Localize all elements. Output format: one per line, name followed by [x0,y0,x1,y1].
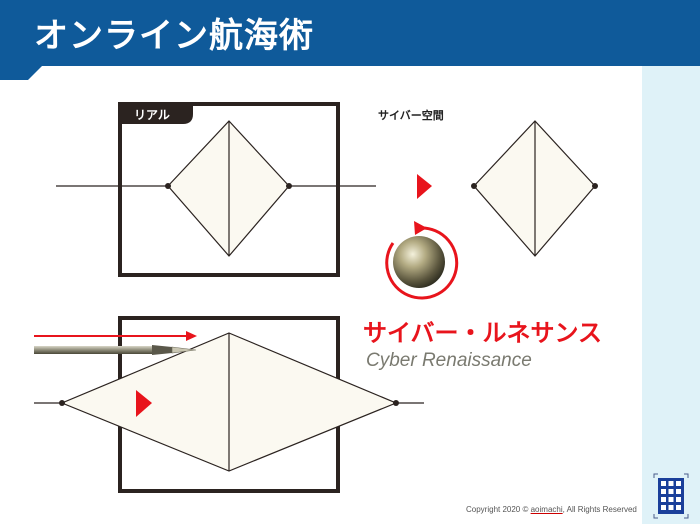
slide-title: オンライン航海術 [34,17,314,55]
real-label-tab [120,102,193,124]
cyber-space-label: サイバー空間 [378,108,444,122]
title-bar: オンライン航海術 [0,0,700,66]
grid-logo-icon [653,473,689,519]
copyright: Copyright 2020 © aoimachi, All Rights Re… [466,505,637,514]
copyright-suffix: , All Rights Reserved [562,505,637,514]
fountain-pen-icon [34,345,197,355]
bottom-right-dot [393,400,399,406]
metal-sphere-icon [393,236,445,288]
copyright-name: aoimachi [530,505,563,514]
real-left-dot [165,183,171,189]
copyright-prefix: Copyright 2020 © [466,505,531,514]
bottom-left-dot [59,400,65,406]
cyber-left-dot [471,183,477,189]
real-frame [118,102,340,277]
cyber-right-dot [592,183,598,189]
side-panel [642,66,700,524]
subheadline: Cyber Renaissance [366,350,532,371]
play-right-icon-bottom [136,390,152,417]
title-bar-notch [0,66,42,80]
real-label: リアル [134,108,170,122]
play-right-icon [417,174,432,199]
headline: サイバー・ルネサンス [363,320,602,347]
red-arrow-icon [34,331,197,341]
rotation-icon [385,221,459,300]
real-right-dot [286,183,292,189]
